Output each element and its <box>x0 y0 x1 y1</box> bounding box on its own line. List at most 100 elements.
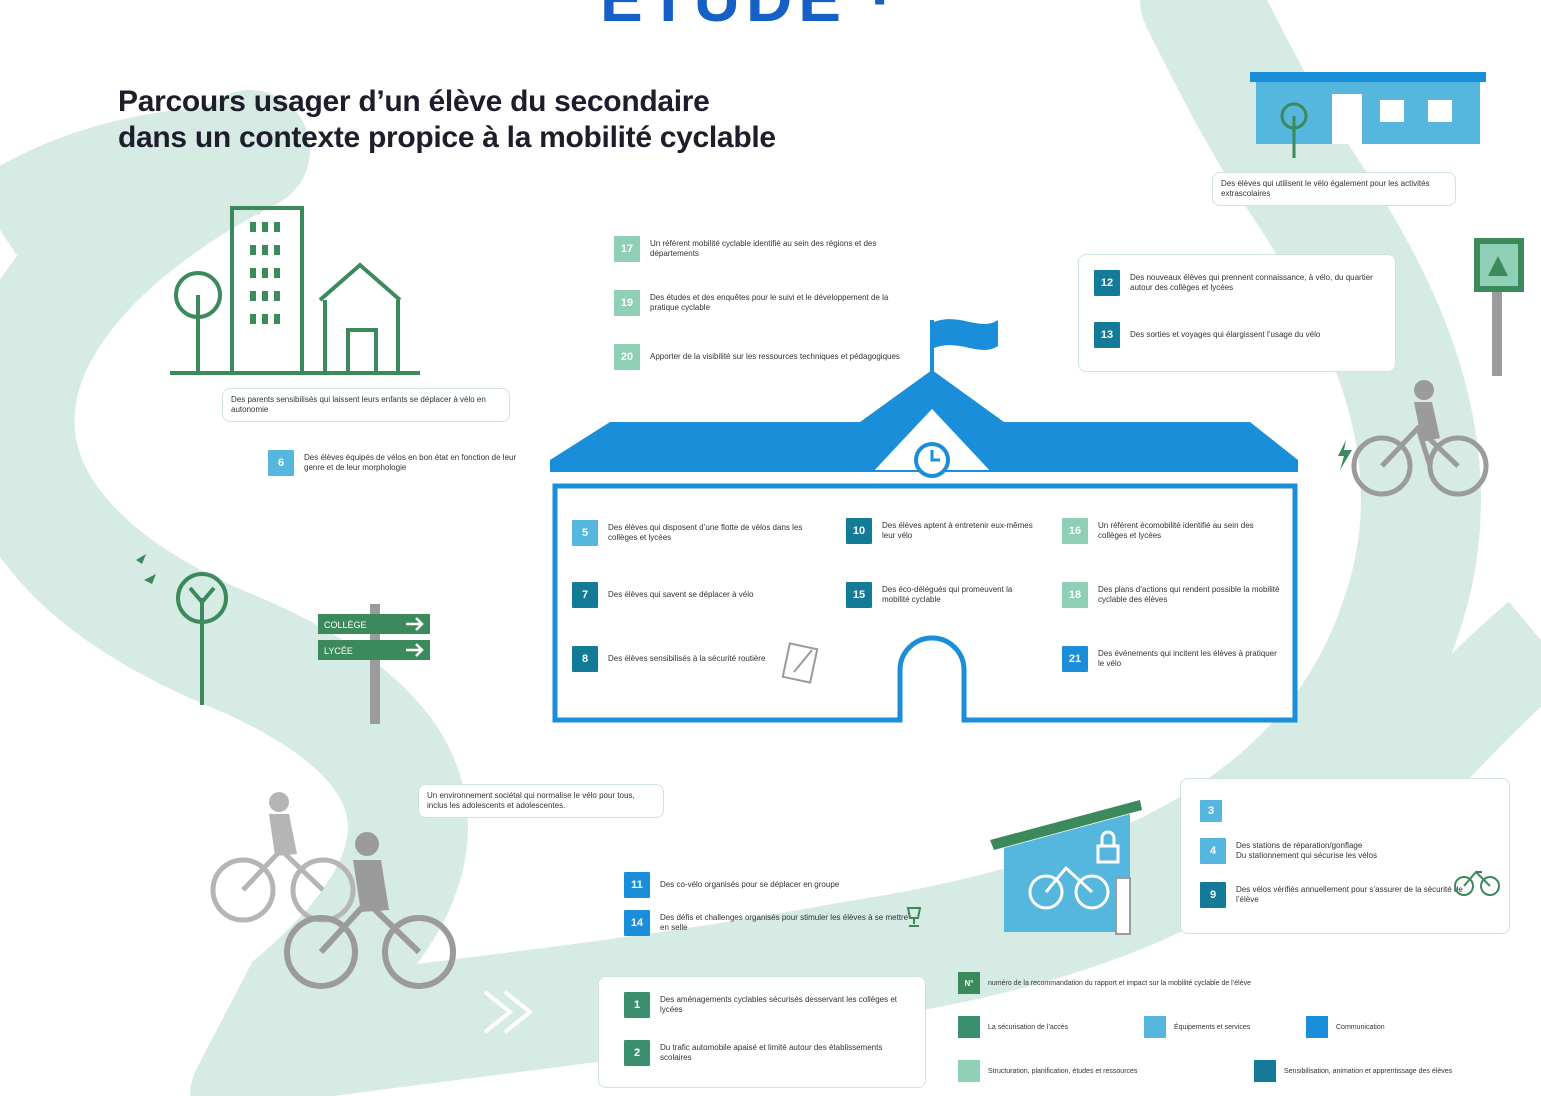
legend-sensibilisation-text: Sensibilisation, animation et apprentiss… <box>1284 1067 1453 1075</box>
badge-10: 10 <box>846 518 872 544</box>
item-19-text: Des études et des enquêtes pour le suivi… <box>650 293 889 312</box>
item-7: 7 Des élèves qui savent se déplacer à vé… <box>572 582 827 608</box>
sign-lycee <box>318 640 430 660</box>
legend-structuration-swatch <box>958 1060 980 1082</box>
house-icon <box>318 262 402 375</box>
double-chevron-icon <box>483 990 534 1034</box>
page-title: Parcours usager d’un élève du secondaire… <box>118 84 776 156</box>
item-18: 18 Des plans d’actions qui rendent possi… <box>1062 582 1282 608</box>
item-10: 10 Des élèves aptent à entretenir eux-mê… <box>846 518 1041 544</box>
item-15-text: Des éco-délégués qui promeuvent la mobil… <box>882 585 1013 604</box>
badge-14: 14 <box>624 910 650 936</box>
title-line-2: dans un contexte propice à la mobilité c… <box>118 121 776 154</box>
item-11: 11 Des co-vélo organisés pour se déplace… <box>624 872 954 898</box>
badge-5: 5 <box>572 520 598 546</box>
legend-communication-swatch <box>1306 1016 1328 1038</box>
bird-icons <box>136 554 156 584</box>
bike-route-sign <box>1474 238 1524 376</box>
item-5: 5 Des élèves qui disposent d’une flotte … <box>572 520 827 546</box>
item-4-text: Des stations de réparation/gonflage Du s… <box>1236 841 1377 861</box>
legend-equipements: Équipements et services <box>1144 1016 1250 1038</box>
item-13: 13 Des sorties et voyages qui élargissen… <box>1094 322 1379 348</box>
legend-securisation: La sécurisation de l’accès <box>958 1016 1068 1038</box>
legend-communication-text: Communication <box>1336 1023 1385 1031</box>
badge-20: 20 <box>614 344 640 370</box>
cyclist-right <box>1338 380 1489 497</box>
sign-college <box>318 614 430 634</box>
school-walls <box>552 483 1298 723</box>
item-2-text: Du trafic automobile apaisé et limité au… <box>660 1043 883 1062</box>
badge-16: 16 <box>1062 518 1088 544</box>
card-environnement: Un environnement sociétal qui normalise … <box>418 784 664 818</box>
badge-1: 1 <box>624 992 650 1018</box>
badge-3: 3 <box>1200 800 1222 822</box>
item-14-text: Des défis et challenges organisés pour s… <box>660 913 909 932</box>
bicycle-icon <box>1028 865 1110 910</box>
legend-structuration-text: Structuration, planification, études et … <box>988 1067 1138 1075</box>
card-parents: Des parents sensibilisés qui laissent le… <box>222 388 510 422</box>
badge-9: 9 <box>1200 882 1226 908</box>
legend-securisation-text: La sécurisation de l’accès <box>988 1023 1069 1031</box>
badge-8: 8 <box>572 646 598 672</box>
bike-shelter <box>990 800 1142 935</box>
sports-building <box>1250 72 1486 158</box>
badge-4: 4 <box>1200 838 1226 864</box>
item-8: 8 Des élèves sensibilisés à la sécurité … <box>572 646 782 672</box>
item-6-text: Des élèves équipés de vélos en bon état … <box>304 453 517 472</box>
legend-equipements-text: Équipements et services <box>1174 1023 1251 1031</box>
badge-13: 13 <box>1094 322 1120 348</box>
badge-21: 21 <box>1062 646 1088 672</box>
sign-lycee-label: LYCÉE <box>324 646 353 656</box>
sign-college-label: COLLÈGE <box>324 620 367 630</box>
item-14: 14 Des défis et challenges organisés pou… <box>624 910 914 936</box>
card-3-4-9 <box>1180 778 1510 934</box>
tree-icon <box>1280 102 1308 158</box>
badge-19: 19 <box>614 290 640 316</box>
item-21: 21 Des événements qui incitent les élève… <box>1062 646 1282 672</box>
item-18-text: Des plans d’actions qui rendent possible… <box>1098 585 1280 604</box>
item-6: 6 Des élèves équipés de vélos en bon éta… <box>268 450 538 476</box>
card-12-13 <box>1078 254 1396 372</box>
item-9: 9 Des vélos vérifiés annuellement pour s… <box>1200 882 1470 908</box>
bike-sign-icon <box>1488 256 1508 276</box>
bicycle-small-icon <box>1454 870 1500 896</box>
item-21-text: Des événements qui incitent les élèves à… <box>1098 649 1277 668</box>
city-illustration <box>170 206 420 375</box>
tree-birds-illustration <box>136 554 228 705</box>
legend-numero-text: numéro de la recommandation du rapport e… <box>988 979 1252 987</box>
badge-12: 12 <box>1094 270 1120 296</box>
item-10-text: Des élèves aptent à entretenir eux-mêmes… <box>882 521 1033 540</box>
item-19: 19 Des études et des enquêtes pour le su… <box>614 290 914 316</box>
item-17: 17 Un référent mobilité cyclable identif… <box>614 236 914 262</box>
apartment-building <box>230 206 304 375</box>
padlock-icon <box>1096 830 1120 864</box>
notepad-icon <box>781 642 819 684</box>
item-16: 16 Un référent écomobilité identifié au … <box>1062 518 1282 544</box>
card-1-2 <box>598 976 926 1088</box>
badge-11: 11 <box>624 872 650 898</box>
legend-structuration: Structuration, planification, études et … <box>958 1060 1137 1082</box>
school-building <box>550 319 1298 723</box>
item-1: 1 Des aménagements cyclables sécurisés d… <box>624 992 914 1018</box>
item-4: 4 Des stations de réparation/gonflage Du… <box>1200 838 1490 864</box>
cropped-heading-fragment: ÉTUDE · <box>600 0 898 36</box>
legend-equipements-swatch <box>1144 1016 1166 1038</box>
item-12-text: Des nouveaux élèves qui prennent connais… <box>1130 273 1373 292</box>
item-20-text: Apporter de la visibilité sur les ressou… <box>650 352 900 361</box>
card-extrascolaire: Des élèves qui utilisent le vélo égaleme… <box>1212 172 1456 206</box>
item-20: 20 Apporter de la visibilité sur les res… <box>614 344 914 370</box>
direction-signpost: COLLÈGE LYCÉE <box>318 604 430 724</box>
item-4-text-line2: Du stationnement qui sécurise les vélos <box>1236 851 1377 860</box>
item-17-text: Un référent mobilité cyclable identifié … <box>650 239 877 258</box>
badge-2: 2 <box>624 1040 650 1066</box>
item-2: 2 Du trafic automobile apaisé et limité … <box>624 1040 914 1066</box>
item-15: 15 Des éco-délégués qui promeuvent la mo… <box>846 582 1041 608</box>
item-13-text: Des sorties et voyages qui élargissent l… <box>1130 330 1321 339</box>
badge-18: 18 <box>1062 582 1088 608</box>
title-line-1: Parcours usager d’un élève du secondaire <box>118 85 710 118</box>
legend-sensibilisation-swatch <box>1254 1060 1276 1082</box>
item-8-text: Des élèves sensibilisés à la sécurité ro… <box>608 654 766 663</box>
item-16-text: Un référent écomobilité identifié au sei… <box>1098 521 1254 540</box>
flagpole <box>930 320 934 390</box>
